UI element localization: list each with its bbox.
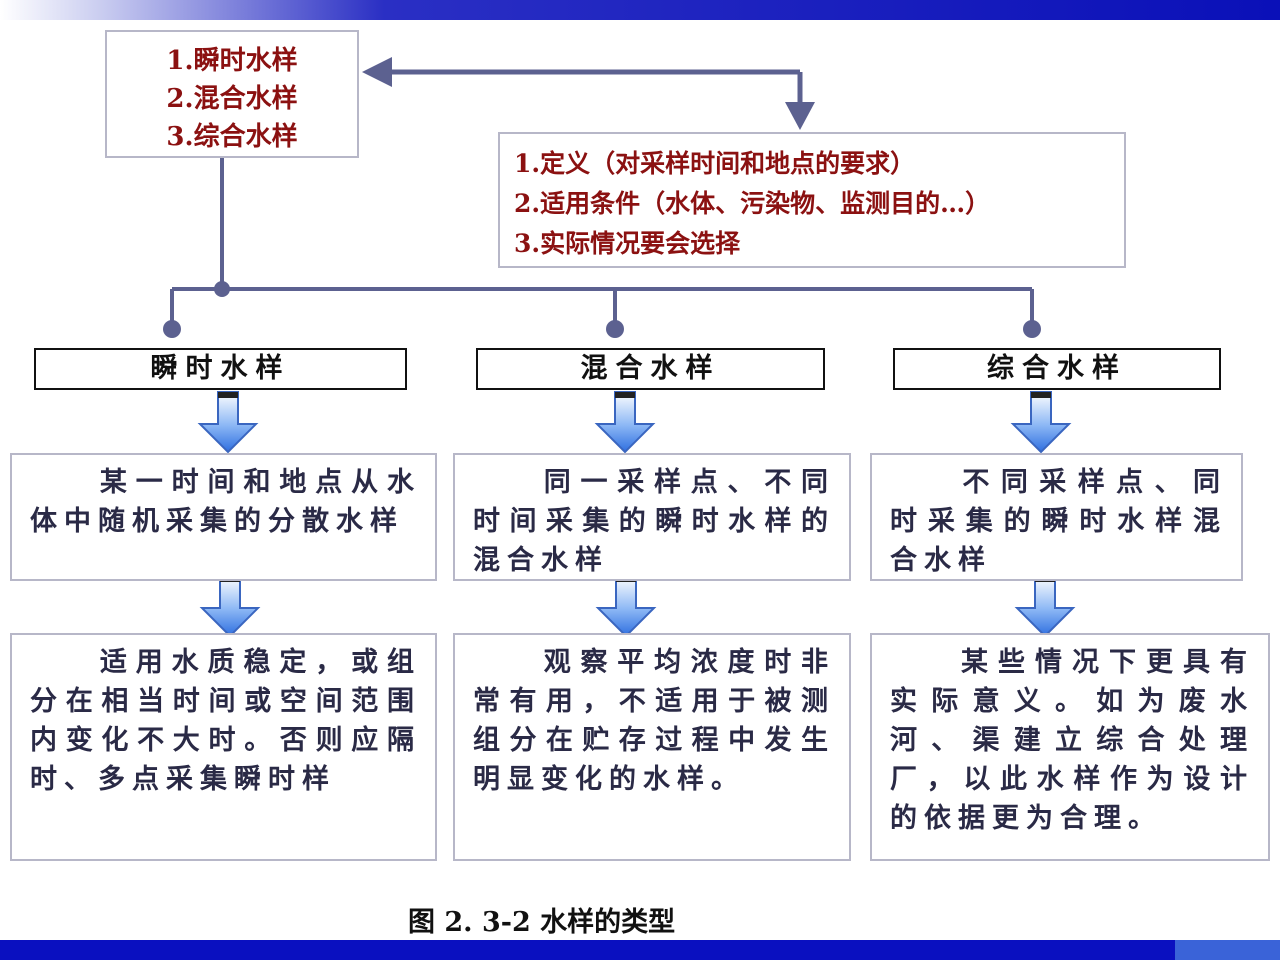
definition-text: 不同采样点、同时采集的瞬时水样混合水样 (890, 467, 1227, 576)
definition-box-mixed: 同一采样点、不同时间采集的瞬时水样的混合水样 (453, 453, 851, 581)
definition-text: 同一采样点、不同时间采集的瞬时水样的混合水样 (473, 467, 835, 576)
header-composite-sample: 综合水样 (893, 348, 1221, 390)
sample-types-list-box: 1.瞬时水样 2.混合水样 3.综合水样 (105, 30, 359, 158)
bottom-banner-bar (0, 940, 1280, 960)
application-text: 适用水质稳定，或组分在相当时间或空间范围内变化不大时。否则应隔时、多点采集瞬时样 (30, 647, 421, 795)
application-box-composite: 某些情况下更具有实际意义。如为废水河、渠建立综合处理厂，以此水样作为设计的依据更… (870, 633, 1270, 861)
definition-text: 某一时间和地点从水体中随机采集的分散水样 (30, 467, 421, 537)
criteria-item: 1.定义（对采样时间和地点的要求） (514, 149, 916, 178)
application-box-mixed: 观察平均浓度时非常有用，不适用于被测组分在贮存过程中发生明显变化的水样。 (453, 633, 851, 861)
down-arrow-icon (197, 391, 259, 454)
branch-dot-3 (1023, 320, 1041, 338)
bottom-banner-accent (1175, 940, 1280, 960)
definition-box-instant: 某一时间和地点从水体中随机采集的分散水样 (10, 453, 437, 581)
list-item: 2.混合水样 (166, 84, 298, 114)
criteria-item: 3.实际情况要会选择 (514, 229, 741, 258)
arrowhead-down (785, 102, 815, 130)
top-banner-bar (0, 0, 1280, 20)
header-mixed-sample: 混合水样 (476, 348, 825, 390)
definition-box-composite: 不同采样点、同时采集的瞬时水样混合水样 (870, 453, 1243, 581)
figure-caption: 图 2. 3-2 水样的类型 (408, 907, 676, 938)
down-arrow-icon (594, 391, 656, 454)
down-arrow-icon (1010, 391, 1072, 454)
branch-dot-1 (163, 320, 181, 338)
header-instant-sample: 瞬时水样 (34, 348, 407, 390)
list-item: 1.瞬时水样 (166, 46, 298, 76)
application-text: 某些情况下更具有实际意义。如为废水河、渠建立综合处理厂，以此水样作为设计的依据更… (890, 647, 1254, 834)
down-arrow-icon (199, 575, 261, 638)
arrowhead-left (362, 57, 392, 87)
application-box-instant: 适用水质稳定，或组分在相当时间或空间范围内变化不大时。否则应隔时、多点采集瞬时样 (10, 633, 437, 861)
criteria-box: 1.定义（对采样时间和地点的要求） 2.适用条件（水体、污染物、监测目的…） 3… (498, 132, 1126, 268)
down-arrow-icon (595, 575, 657, 638)
down-arrow-icon (1014, 575, 1076, 638)
branch-dot-2 (606, 320, 624, 338)
criteria-item: 2.适用条件（水体、污染物、监测目的…） (514, 189, 991, 218)
list-item: 3.综合水样 (166, 122, 298, 152)
application-text: 观察平均浓度时非常有用，不适用于被测组分在贮存过程中发生明显变化的水样。 (473, 647, 835, 795)
